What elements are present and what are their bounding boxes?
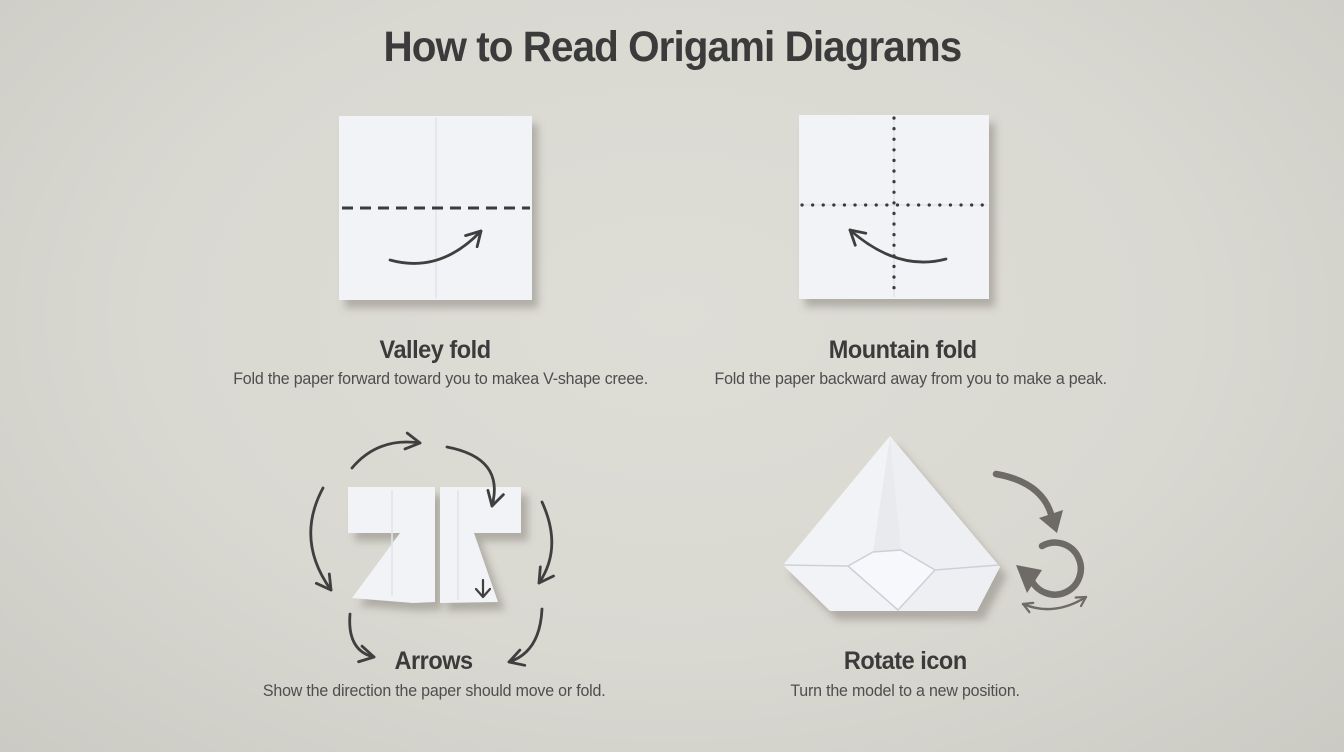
mountain-fold-heading: Mountain fold bbox=[829, 336, 977, 364]
valley-fold-description: Fold the paper forward toward you to mak… bbox=[233, 369, 649, 388]
rotate-icon-description: Turn the model to a new position. bbox=[790, 681, 1020, 700]
mountain-fold-diagram bbox=[799, 115, 995, 307]
circular-arrows-icon bbox=[309, 431, 555, 667]
arrows-heading: Arrows bbox=[394, 647, 474, 675]
valley-fold-diagram bbox=[339, 116, 538, 308]
small-down-arrow-icon bbox=[474, 578, 492, 599]
rotate-diagram bbox=[782, 436, 1088, 620]
valley-fold-heading: Valley fold bbox=[379, 336, 491, 364]
rotate-icon-heading: Rotate icon bbox=[843, 647, 967, 675]
rotate-arrows-icon bbox=[992, 470, 1088, 614]
arrows-diagram bbox=[309, 431, 555, 667]
origami-model-center-flap bbox=[873, 437, 901, 552]
mountain-curved-arrow-icon bbox=[848, 228, 948, 264]
origami-model-pocket-flap bbox=[847, 549, 936, 611]
arrows-description: Show the direction the paper should move… bbox=[262, 681, 606, 700]
origami-model-creases bbox=[782, 564, 1000, 571]
page-title: How to Read Origami Diagrams bbox=[383, 23, 962, 71]
folded-paper-right-half bbox=[440, 487, 521, 603]
valley-curved-arrow-icon bbox=[388, 229, 483, 265]
mountain-fold-description: Fold the paper backward away from you to… bbox=[714, 369, 1108, 388]
